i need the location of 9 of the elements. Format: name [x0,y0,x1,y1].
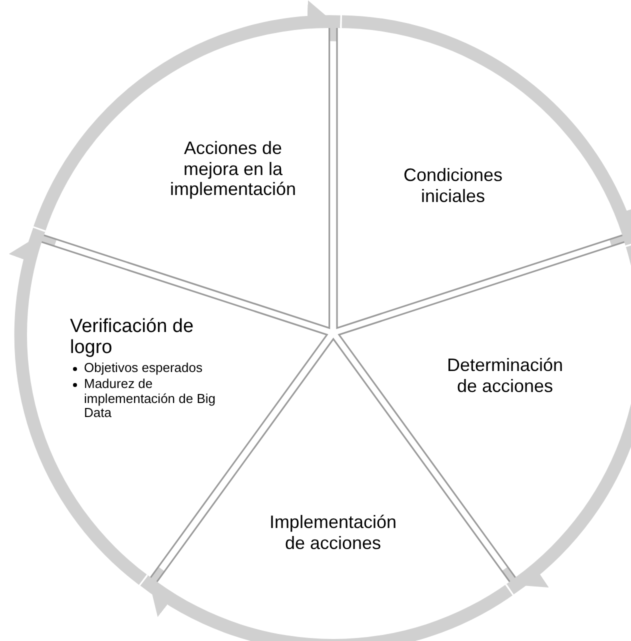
sector-label: Condiciones iniciales [402,164,504,206]
bullet-item: Objetivos esperados [70,360,225,376]
bullet-item: Madurez de implementación de Big Data [70,377,225,421]
sector-label: Implementación de acciones [268,512,398,554]
sector-label: Determinación de acciones [446,354,564,396]
pie-sector [336,28,622,328]
curved-arrow [140,564,512,641]
sector-label: Acciones de mejora en la implementación [168,138,298,200]
sector-heading: Verificación de logro [70,316,195,359]
